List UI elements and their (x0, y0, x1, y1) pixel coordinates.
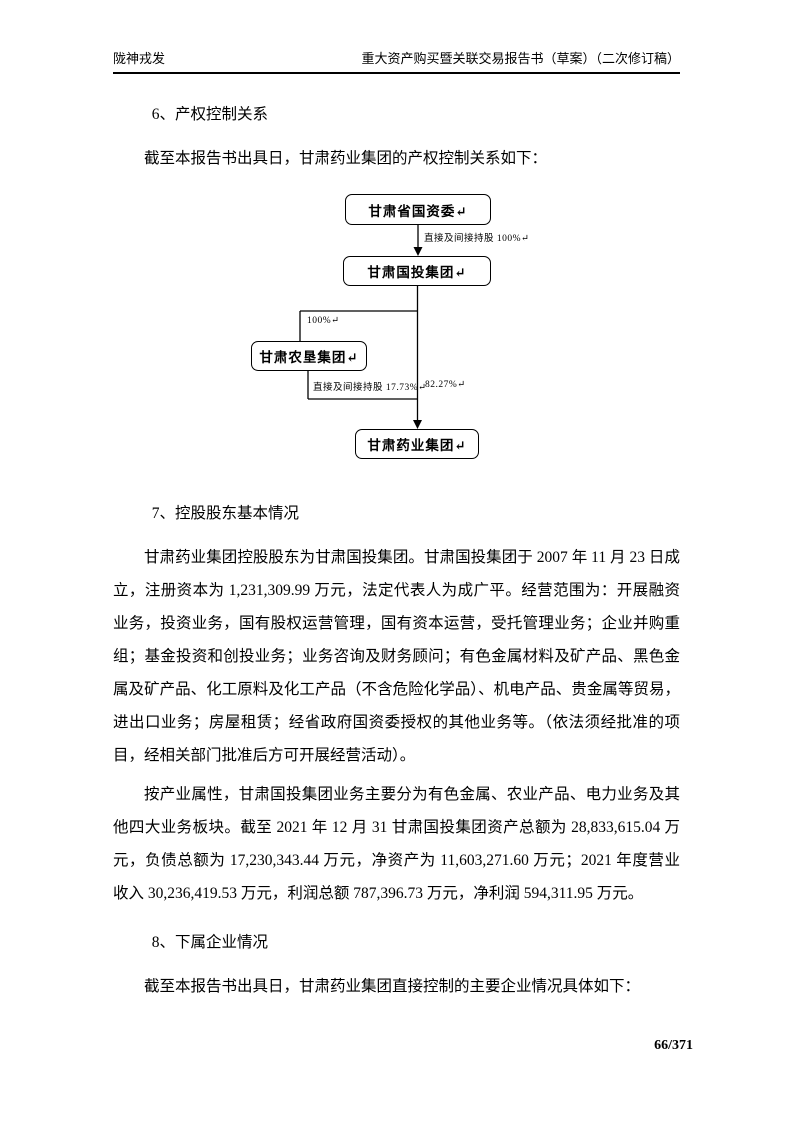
section-8-heading: 8、下属企业情况 (151, 934, 269, 951)
page-header: 陇神戎发 重大资产购买暨关联交易报告书（草案）（二次修订稿） (113, 48, 680, 74)
header-right-title: 重大资产购买暨关联交易报告书（草案）（二次修订稿） (361, 51, 680, 66)
label-direct-indirect-100: 直接及间接持股 100%↵ (424, 234, 530, 244)
page-number: 66/371 (654, 1038, 693, 1053)
label-82-27-percent: 82.27%↵ (425, 380, 466, 390)
arrowhead-icon (413, 420, 422, 429)
section-8-intro: 截至本报告书出具日，甘肃药业集团直接控制的主要企业情况具体如下： (144, 978, 641, 995)
label-direct-indirect-17-73: 直接及间接持股 17.73%↵ (313, 383, 427, 393)
org-node-gansu-pharma-group: 甘肃药业集团↵ (355, 429, 479, 459)
label-100-percent: 100%↵ (307, 316, 340, 326)
section-7-paragraph-2: 按产业属性，甘肃国投集团业务主要分为有色金属、农业产品、电力业务及其他四大业务板… (113, 786, 680, 902)
arrowhead-icon (413, 247, 423, 256)
org-node-gansu-sasac: 甘肃省国资委↵ (345, 194, 491, 225)
page-content: 6、产权控制关系 截至本报告书出具日，甘肃药业集团的产权控制关系如下： 甘肃省国… (113, 82, 680, 1009)
section-7-paragraph-1: 甘肃药业集团控股股东为甘肃国投集团。甘肃国投集团于 2007 年 11 月 23… (113, 549, 680, 764)
ownership-structure-diagram: 甘肃省国资委↵ 甘肃国投集团↵ 甘肃农垦集团↵ 甘肃药业集团↵ 直接及间接持股 … (113, 181, 680, 481)
org-node-gansu-guotou-group: 甘肃国投集团↵ (343, 256, 491, 286)
org-chart-connectors (299, 225, 423, 429)
header-left-title: 陇神戎发 (113, 51, 166, 66)
section-7-heading: 7、控股股东基本情况 (151, 505, 300, 522)
section-6-heading: 6、产权控制关系 (151, 106, 269, 123)
org-node-gansu-nongken-group: 甘肃农垦集团↵ (251, 341, 367, 371)
section-6-intro: 截至本报告书出具日，甘肃药业集团的产权控制关系如下： (144, 150, 548, 167)
